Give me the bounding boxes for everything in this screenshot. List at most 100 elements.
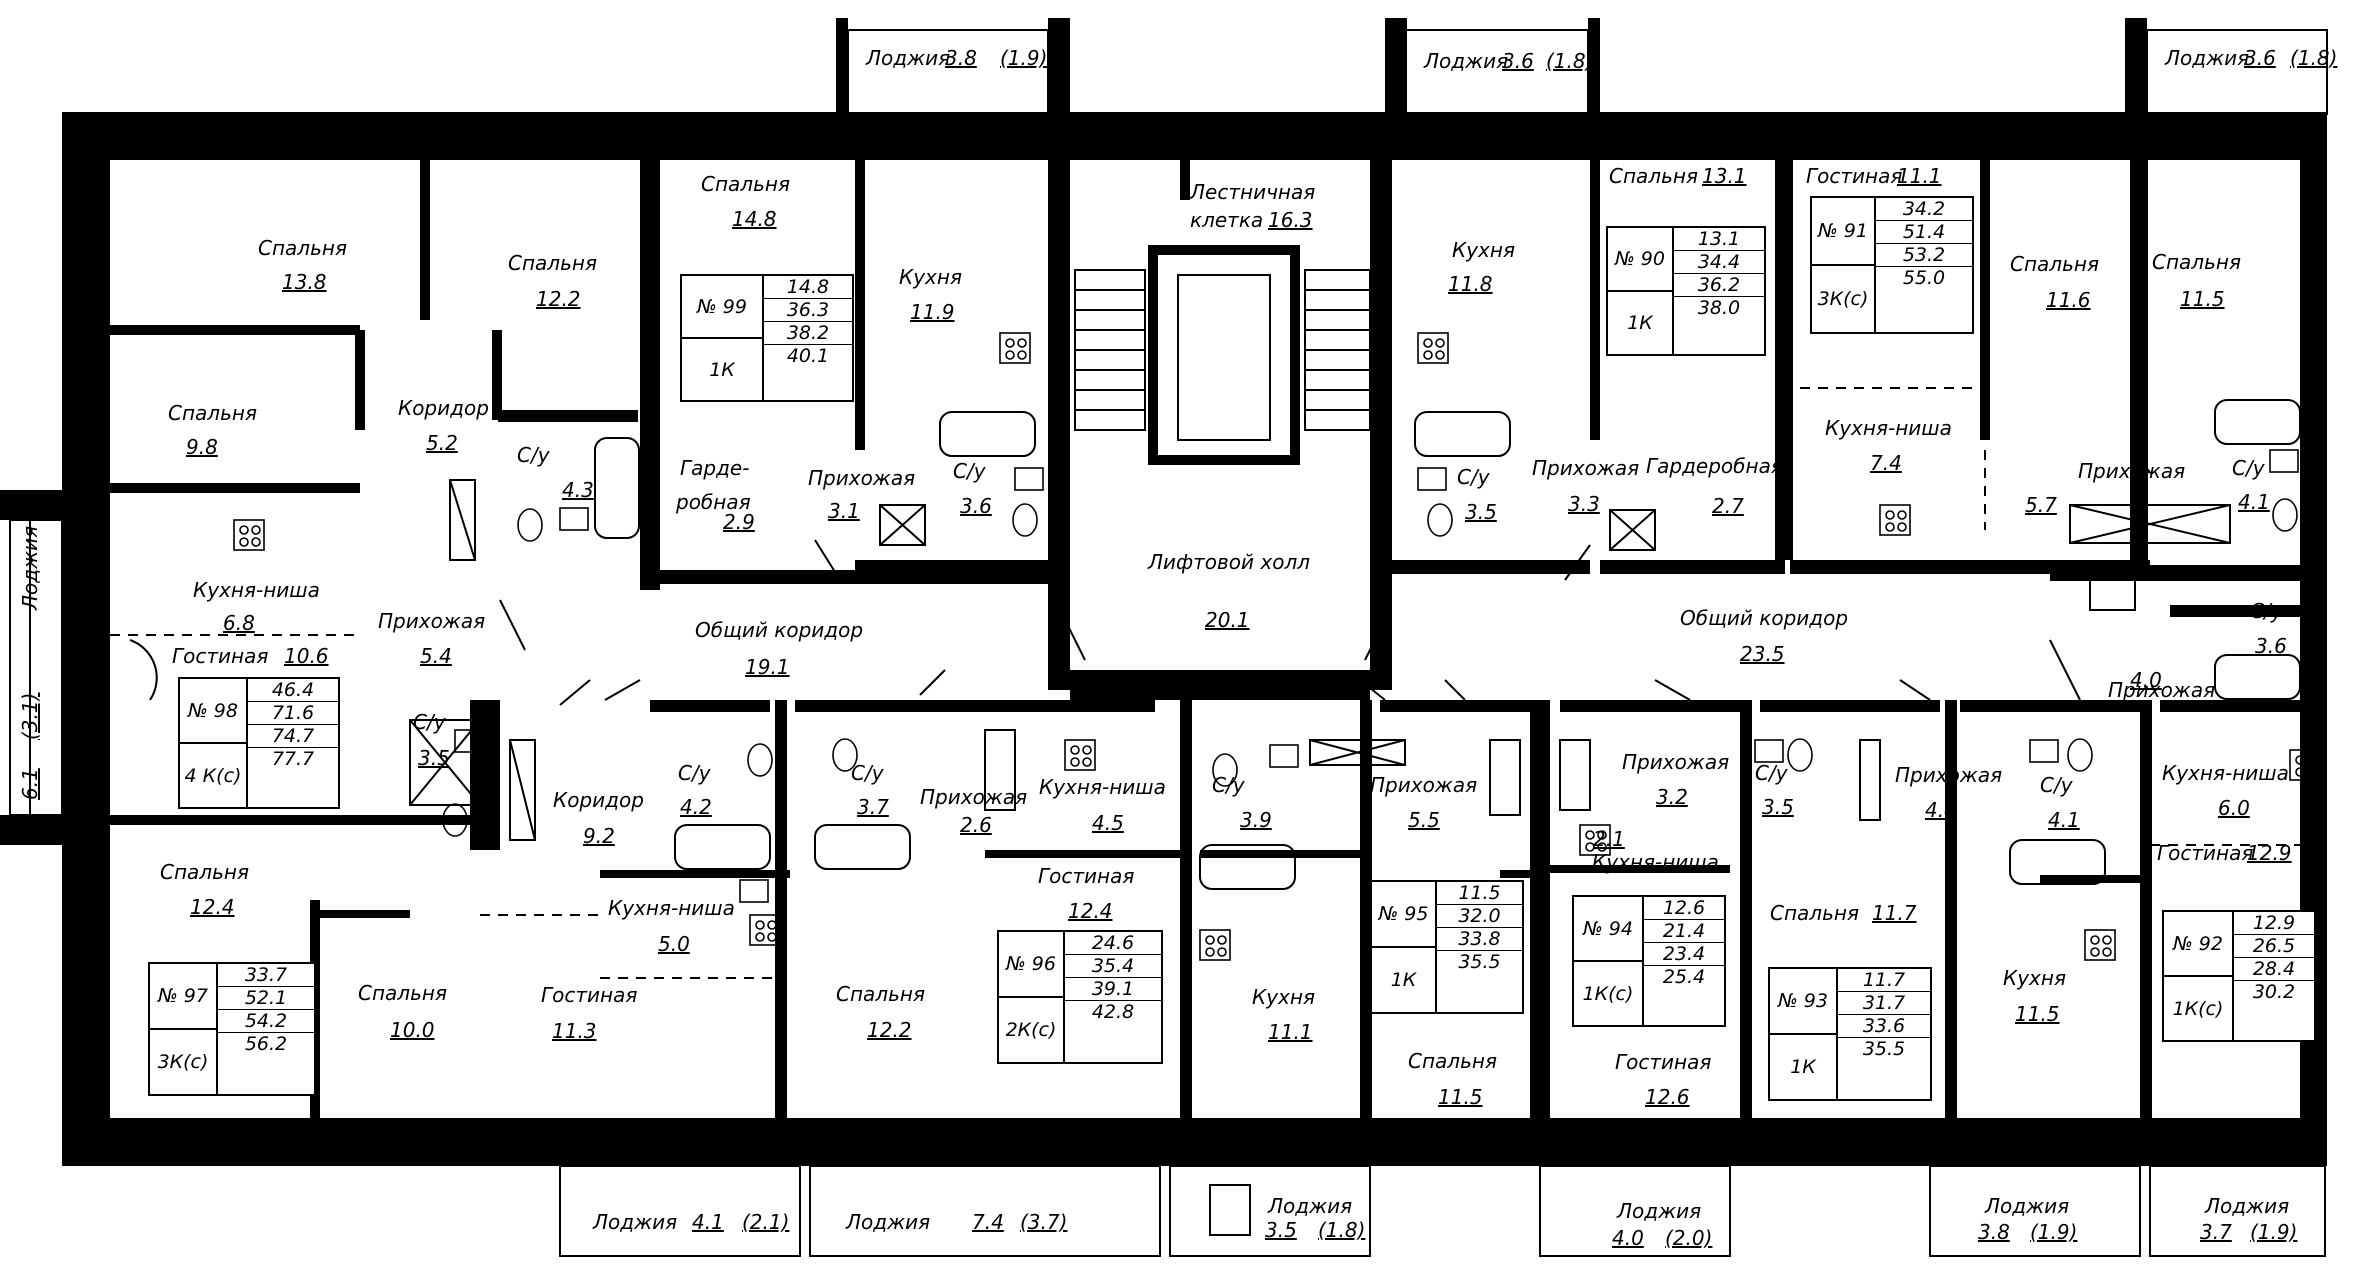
room-name: клетка <box>1190 208 1264 232</box>
apartment-area-value: 55.0 <box>1902 267 1946 289</box>
room-name: С/у <box>1212 773 1245 797</box>
room-area: 5.2 <box>426 431 458 455</box>
room-area: 2.6 <box>960 813 992 837</box>
apartment-area-value: 25.4 <box>1662 966 1706 988</box>
room-area: 14.8 <box>732 207 777 231</box>
fixtures <box>233 332 2321 961</box>
apartment-number: № 95 <box>1372 882 1435 948</box>
loggia-reduced: (1.8) <box>1318 1218 1366 1242</box>
apartment-number: № 96 <box>999 932 1063 998</box>
apartment-number: № 91 <box>1812 198 1874 266</box>
thin-lines <box>9 29 2328 1257</box>
apartment-area-value: 13.1 <box>1674 228 1764 251</box>
loggia-reduced: (1.8) <box>1546 49 1594 73</box>
room-name: Кухня <box>2003 966 2066 990</box>
room-area: 11.9 <box>910 300 955 324</box>
apartment-area-value: 54.2 <box>218 1010 314 1033</box>
room-area: 11.3 <box>552 1019 597 1043</box>
apartment-area-value: 30.2 <box>2252 981 2296 1003</box>
room-name: Кухня <box>1452 238 1515 262</box>
room-area: 9.2 <box>583 824 615 848</box>
room-name: Спальня <box>358 981 447 1005</box>
room-name: Коридор <box>553 788 644 812</box>
room-area: 12.9 <box>2247 841 2292 865</box>
room-area: 6.8 <box>223 611 255 635</box>
apartment-area-value: 39.1 <box>1065 978 1161 1001</box>
apartment-area-value: 36.2 <box>1674 274 1764 297</box>
loggia-reduced: (2.1) <box>742 1210 790 1234</box>
room-name: Кухня-ниша <box>193 578 320 602</box>
room-name: робная <box>676 490 751 514</box>
apartment-area-value: 24.6 <box>1065 932 1161 955</box>
loggia-reduced: (1.9) <box>2250 1220 2298 1244</box>
room-name: Кухня-ниша <box>1039 775 1166 799</box>
room-name: Гарде- <box>680 456 750 480</box>
loggia-area: 7.4 <box>972 1210 1004 1234</box>
room-name: Кухня-ниша <box>608 896 735 920</box>
room-name: Кухня-ниша <box>1592 850 1719 874</box>
room-name: С/у <box>1457 465 1490 489</box>
room-area: 5.7 <box>2025 493 2057 517</box>
room-name: Гардеробная <box>1646 454 1783 478</box>
room-name: Спальня <box>258 236 347 260</box>
room-name: Спальня <box>1609 164 1698 188</box>
apartment-area-value: 56.2 <box>244 1033 288 1055</box>
room-area: 11.5 <box>1438 1085 1483 1109</box>
apartment-type: 1К <box>1390 969 1417 991</box>
loggia-area: 6.1 <box>18 768 42 800</box>
room-name: Кухня <box>899 265 962 289</box>
room-name: Общий коридор <box>695 618 864 642</box>
room-name: Прихожая <box>808 466 916 490</box>
room-name: Прихожая <box>2078 459 2186 483</box>
loggia-area: 4.0 <box>1612 1226 1644 1250</box>
apartment-area-value: 28.4 <box>2234 958 2314 981</box>
room-area: 2.9 <box>723 510 755 534</box>
apartment-number: № 92 <box>2164 912 2232 977</box>
room-name: С/у <box>678 761 711 785</box>
apartment-type: 1К <box>1627 312 1653 334</box>
apartment-area-value: 33.7 <box>218 964 314 987</box>
apartment-area-value: 11.5 <box>1437 882 1522 905</box>
room-area: 11.5 <box>2015 1002 2060 1026</box>
room-area: 20.1 <box>1205 608 1250 632</box>
room-area: 5.4 <box>420 644 452 668</box>
loggia-name: Лоджия <box>1617 1199 1702 1223</box>
room-area: 2.1 <box>1593 827 1625 851</box>
room-area: 2.7 <box>1712 494 1744 518</box>
room-area: 6.0 <box>2218 796 2250 820</box>
apartment-area-value: 35.5 <box>1862 1038 1906 1060</box>
apartment-area-value: 31.7 <box>1838 992 1930 1015</box>
room-area: 11.7 <box>1872 901 1917 925</box>
room-area: 23.5 <box>1740 642 1785 666</box>
apartment-area-value: 52.1 <box>218 987 314 1010</box>
room-area: 12.2 <box>867 1018 912 1042</box>
apartment-area-value: 77.7 <box>271 748 315 770</box>
room-name: Прихожая <box>378 609 486 633</box>
apartment-type: 4 К(с) <box>184 764 242 787</box>
room-area: 4.2 <box>680 795 712 819</box>
room-area: 3.7 <box>857 795 889 819</box>
room-area: 3.6 <box>2255 634 2287 658</box>
loggia-name: Лоджия <box>2165 46 2250 70</box>
loggia-name: Лоджия <box>1424 49 1509 73</box>
room-area: 3.2 <box>1656 785 1688 809</box>
apartment-number: № 98 <box>180 679 246 744</box>
room-area: 11.5 <box>2180 287 2225 311</box>
loggia-area: 3.8 <box>945 46 977 70</box>
room-name: Спальня <box>2010 252 2099 276</box>
room-name: Спальня <box>168 401 257 425</box>
loggia-area: 3.6 <box>2244 46 2276 70</box>
room-name: Прихожая <box>920 785 1028 809</box>
apartment-type: 1К(с) <box>1582 982 1634 1005</box>
loggia-reduced: (3.1) <box>18 692 42 740</box>
room-name: Прихожая <box>1370 773 1478 797</box>
room-area: 3.9 <box>1240 808 1272 832</box>
loggia-area: 3.8 <box>1978 1220 2010 1244</box>
room-name: Спальня <box>2152 250 2241 274</box>
apartment-area-value: 51.4 <box>1876 221 1972 244</box>
apartment-area-value: 33.6 <box>1838 1015 1930 1038</box>
